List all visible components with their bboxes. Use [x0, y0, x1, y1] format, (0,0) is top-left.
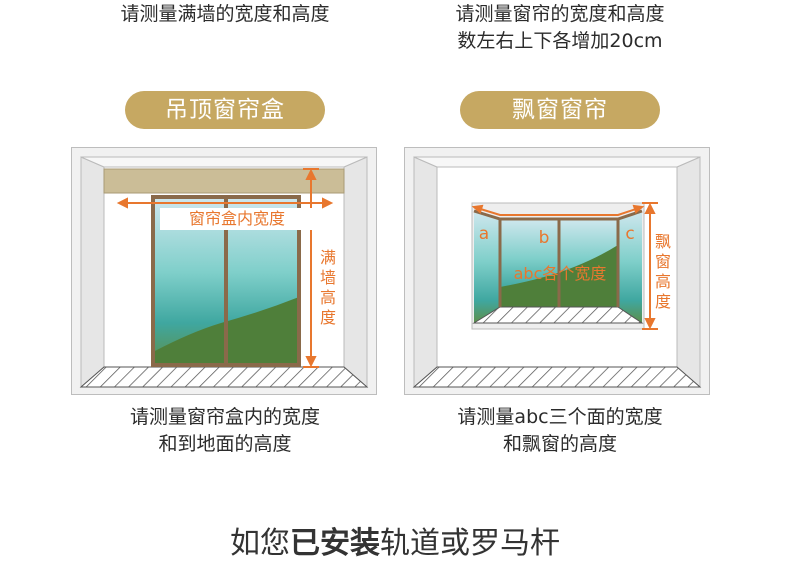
bay-width-label: abc各个宽度 — [513, 264, 607, 283]
left-height-char: 高 — [319, 288, 336, 307]
bottom-title-pre: 如您 — [230, 526, 290, 561]
ceiling-curtain-box-pill: 吊顶窗帘盒 — [125, 91, 325, 129]
bay-label-b: b — [538, 228, 550, 248]
bay-height-char: 窗 — [654, 252, 671, 271]
left-room-illustration — [71, 147, 377, 395]
top-right-caption-line1: 请测量窗帘的宽度和高度 — [455, 3, 665, 25]
bay-width-measure — [471, 204, 645, 216]
left-width-label: 窗帘盒内宽度 — [160, 208, 314, 230]
bottom-title-bold: 已安装 — [290, 526, 380, 561]
bay-window-frames — [473, 209, 643, 307]
left-curtain-box — [103, 168, 345, 194]
left-caption-line1: 请测量窗帘盒内的宽度 — [129, 406, 320, 428]
right-floor — [412, 366, 702, 388]
right-caption-line1: 请测量abc三个面的宽度 — [457, 406, 663, 428]
bay-window-curtain-pill: 飘窗窗帘 — [460, 91, 660, 129]
left-width-measure — [116, 197, 334, 209]
left-height-char: 度 — [319, 308, 336, 327]
top-right-caption-line2: 数左右上下各增加20cm — [457, 30, 663, 52]
bay-height-char: 高 — [654, 272, 671, 291]
bay-label-c: c — [625, 224, 635, 244]
bay-label-a: a — [478, 224, 490, 244]
bay-face-c — [618, 211, 642, 323]
left-floor — [79, 366, 369, 388]
top-left-caption: 请测量满墙的宽度和高度 — [120, 3, 330, 25]
left-ceiling — [80, 156, 368, 168]
left-height-char: 满 — [319, 248, 336, 267]
left-height-char: 墙 — [319, 268, 336, 287]
bay-height-char: 度 — [654, 292, 671, 311]
bay-sill — [472, 306, 644, 324]
bay-height-label: 飘 窗 高 度 — [653, 232, 673, 312]
left-left-wall — [80, 156, 105, 389]
right-right-wall — [676, 156, 701, 389]
left-right-wall — [343, 156, 368, 389]
right-caption-line2: 和飘窗的高度 — [502, 433, 617, 455]
right-left-wall — [413, 156, 438, 389]
left-caption-line2: 和到地面的高度 — [158, 433, 292, 455]
bay-height-measure — [642, 202, 658, 330]
left-height-label: 满 墙 高 度 — [318, 248, 338, 328]
bay-face-a — [474, 211, 500, 323]
left-height-measure — [303, 168, 319, 368]
bay-height-char: 飘 — [654, 232, 671, 251]
bottom-title-post: 轨道或罗马杆 — [380, 526, 560, 561]
right-ceiling — [413, 156, 701, 168]
bottom-section-title: 如您已安装轨道或罗马杆 — [0, 524, 790, 564]
